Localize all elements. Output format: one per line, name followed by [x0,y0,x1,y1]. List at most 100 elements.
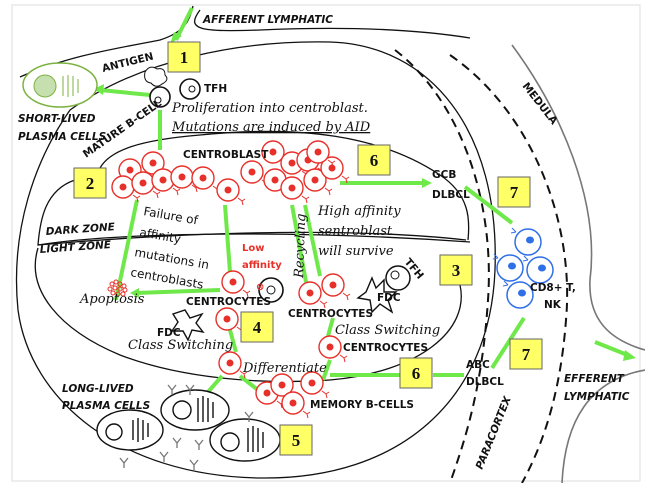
cd8-nk-label-1: CD8+ T, [530,282,576,294]
short-lived-label-2: PLASMA CELLS [18,131,106,143]
high-affinity-text-1: High affinity [317,204,401,219]
b-cell [306,140,336,168]
b-cell [216,178,246,206]
fdc-right-label: FDC [377,292,401,304]
b-cell [281,391,311,419]
apoptosis-fragments [107,279,128,297]
b-cell [318,335,348,363]
step-number: 6 [412,364,421,383]
cd8-nk-cell [492,253,524,282]
cd8-nk-cell [522,255,554,284]
efferent-lymphatic-label-2: LYMPHATIC [564,391,630,403]
centrocytes-label-2: CENTROCYTES [288,308,373,320]
efferent-lymphatic-vessel [561,369,645,483]
b-cell [131,171,161,199]
paracortex-outer-boundary [449,54,569,483]
antibody-icons [119,384,254,470]
gcb-dlbcl-label-2: DLBCL [432,189,470,201]
light-zone-outline [34,247,462,383]
apoptosis-label: Apoptosis [79,292,145,307]
dark-zone-label: DARK ZONE [45,221,116,238]
differentiate-label: Differentiate [242,361,327,376]
paracortex-inner-boundary [394,49,490,483]
low-affinity-label-2: affinity [242,260,282,271]
memory-b-cells-label: MEMORY B-CELLS [310,399,414,411]
low-affinity-label-1: Low [242,243,264,254]
step-box-1: 1 [167,41,201,73]
b-cell [303,168,333,196]
step-box-6: 6 [399,357,433,389]
step-number: 2 [86,174,95,193]
b-cell [300,371,330,399]
high-affinity-text-2: sentroblast [318,224,393,239]
fdc-cell-left [170,309,205,342]
dark-zone-lower [37,179,471,246]
step-number: 4 [253,318,262,337]
long-lived-label-2: PLASMA CELLS [62,400,150,412]
b-cell [321,273,351,301]
step-number: 1 [180,48,189,67]
centroblast-label: CENTROBLAST [183,149,269,161]
pathway-arrows [94,7,636,394]
b-cells [111,140,351,419]
b-cell [221,270,251,298]
class-switching-right-label: Class Switching [335,323,440,338]
mature-b-cell [149,86,171,108]
b-cell [298,281,328,309]
fdc-left-label: FDC [157,327,181,339]
antigen-icon [144,66,168,87]
recycling-label: Recycling [292,213,309,279]
efferent-lymphatic-label-1: EFFERENT [564,373,625,385]
b-cell [261,140,291,168]
cd8-nk-cells [492,227,554,309]
afferent-lymphatic-label: AFFERENT LYMPHATIC [202,14,333,26]
tfh-cell-right [385,265,411,291]
centrocytes-label-3: CENTROCYTES [343,342,428,354]
gcb-dlbcl-label-1: GCB [432,169,456,181]
tfh-cell-top [179,78,201,100]
short-lived-plasma-cell [22,62,98,108]
medulla-boundary [511,44,645,351]
long-lived-label-1: LONG-LIVED [62,383,134,395]
reject-icon: ⊗ [256,282,264,293]
step-box-7: 7 [509,338,543,370]
short-lived-label-1: SHORT-LIVED [18,113,96,125]
abc-dlbcl-label-2: DLBCL [466,376,504,388]
step-box-5: 5 [279,424,313,456]
fdc-cell-right [356,276,398,314]
cd8-nk-label-2: NK [544,299,562,311]
zone-boundary [37,231,467,246]
proliferation-text-2: Mutations are induced by AID [171,120,371,135]
centrocytes-label-1: CENTROCYTES [186,296,271,308]
b-cell [280,176,310,204]
step-number: 6 [370,151,379,170]
follicle-outline [15,41,496,479]
step-number: 7 [510,183,519,202]
step-boxes: 1 2 6 7 3 4 6 7 5 [73,41,543,456]
step-box-7: 7 [497,176,531,208]
step-number: 5 [292,431,301,450]
long-lived-plasma-cells [96,389,281,462]
cd8-nk-cell [510,227,542,256]
step-number: 3 [452,261,461,280]
b-cell [218,351,248,379]
tfh-top-label: TFH [204,83,227,95]
dark-zone-outline [99,130,470,241]
step-box-4: 4 [240,311,274,343]
tfh-cell-low-affinity [258,277,284,303]
b-cell [320,156,350,184]
step-box-2: 2 [73,167,107,199]
proliferation-text-1: Proliferation into centroblast. [171,101,368,116]
step-number: 7 [522,345,531,364]
b-cell [215,307,245,335]
light-zone-label: LIGHT ZONE [39,239,112,256]
lymph-node-capsule-right [194,9,471,39]
cd8-nk-cell [502,280,534,309]
high-affinity-text-3: will survive [318,244,394,259]
step-box-6: 6 [357,144,391,176]
class-switching-left-label: Class Switching [128,338,233,353]
step-box-3: 3 [439,254,473,286]
abc-dlbcl-label-1: ABC [466,359,490,371]
